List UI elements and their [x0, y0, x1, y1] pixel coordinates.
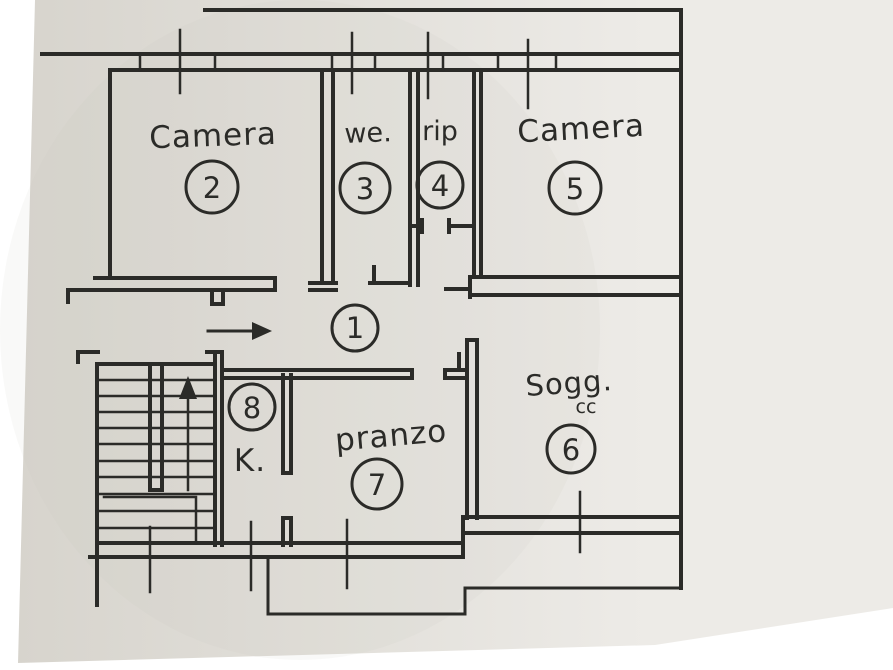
- staircase: [95, 366, 217, 545]
- room-label-wc: we.: [344, 117, 392, 150]
- room-number-7: 7: [368, 468, 386, 502]
- room-number-3: 3: [356, 172, 374, 206]
- outer-walls: [40, 8, 683, 590]
- camera-2-bottom-wall: [66, 276, 338, 306]
- room-label-camera-5: Camera: [516, 108, 645, 151]
- stair-core-wall: [148, 366, 164, 492]
- paper-shading: [0, 0, 600, 660]
- paper-sheet: [18, 0, 893, 663]
- room-number-circle-3: [338, 161, 392, 215]
- room-number-8: 8: [243, 391, 261, 425]
- balcony-outline: [266, 555, 683, 616]
- room-label-kitchen: K.: [234, 443, 266, 479]
- room-number-circle-4: [415, 160, 465, 210]
- room-number-circle-5: [547, 160, 603, 216]
- room-label-rip: rip: [422, 116, 458, 147]
- room-number-4: 4: [431, 169, 449, 203]
- wc-rip-bottom-walls: [368, 218, 476, 285]
- room-number-6: 6: [562, 433, 580, 467]
- stair-treads: [95, 378, 217, 530]
- stair-landing-line: [102, 495, 198, 545]
- window-ticks: [138, 28, 582, 594]
- room-number-circle-2: [184, 159, 240, 215]
- room-number-circle-1: [330, 303, 380, 353]
- room-number-circle-6: [545, 423, 597, 475]
- stairs-up-arrow-icon: [179, 376, 197, 492]
- hallway-soggiorno-wall: [444, 275, 683, 299]
- partition-walls-bottom: [76, 338, 479, 547]
- room-number-circle-8: [227, 382, 277, 432]
- room-label-soggiorno: Sogg.: [524, 363, 613, 403]
- bottom-walls: [88, 362, 683, 607]
- floor-plan-drawing: 1 2 3 4 5 6 7 8 Camera we. rip Camera So…: [40, 8, 683, 616]
- room-number-1: 1: [346, 311, 364, 345]
- entrance-arrow-icon: [206, 322, 272, 340]
- room-number-circle-7: [350, 457, 404, 511]
- room-number-5: 5: [566, 172, 584, 206]
- room-label-camera-2: Camera: [149, 116, 278, 156]
- room-sublabel-soggiorno: cc: [576, 396, 597, 418]
- room-number-2: 2: [203, 171, 221, 205]
